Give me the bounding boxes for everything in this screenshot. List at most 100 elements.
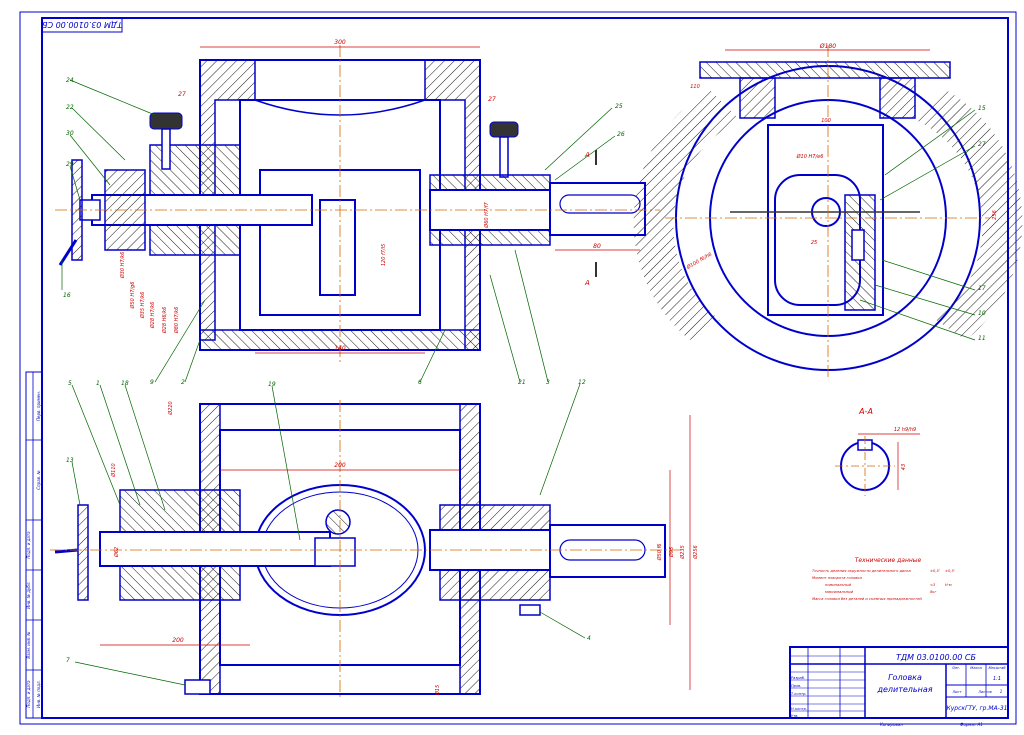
section-title: А-А [858, 407, 873, 416]
callout-27: 27 [978, 141, 986, 148]
callout-11: 11 [978, 335, 986, 342]
dim-center: 140 [334, 345, 346, 352]
callout-3: 3 [546, 379, 550, 386]
dim-bore: 120 f7/l5 [381, 244, 387, 266]
tech-val-4: 8кг [930, 590, 936, 594]
dim-fit-7: Ø60 H7/f7 [483, 201, 490, 228]
callout-25: 25 [615, 103, 623, 110]
dim-left-a: 27 [178, 91, 186, 98]
tb-row-3: Н.контр. [791, 707, 807, 711]
strip-label-5: Подп. и дата [26, 680, 31, 708]
plan-dim-d3: Ø62 [113, 547, 120, 558]
plan-dim-d6: Ø235 [679, 545, 686, 559]
callout-12: 12 [578, 379, 586, 386]
plan-dim-d4: Ø50 f6 [656, 544, 663, 562]
dim-fit-6: Ø80 H7/k6 [173, 307, 180, 335]
rotated-stamp-box [41, 17, 123, 33]
tb-group: КурскГТУ, гр.МА-31 [947, 705, 1008, 712]
callout-15: 15 [978, 105, 986, 112]
tb-row-1: Пров. [791, 684, 801, 688]
tb-name-2: делительная [876, 685, 932, 694]
dim-fit-5: Ø28 H6/k6 [161, 307, 168, 335]
section-dim-width: 12 h9/h9 [894, 427, 916, 433]
callout-22: 22 [66, 104, 74, 111]
tb-copied: Копировал [880, 722, 903, 727]
strip-label-0: Перв. примен. [36, 391, 41, 421]
tb-row-2: Т.контр. [791, 692, 807, 696]
callout-5: 5 [68, 380, 72, 387]
plan-dim-d5: Ø95 [668, 547, 675, 558]
dim-right-a: 27 [488, 96, 496, 103]
plan-dim-d7: Ø256 [692, 545, 699, 559]
strip-label-4: Взам. инв. № [26, 631, 31, 658]
side-dim-height: 256 [992, 210, 998, 220]
callout-18: 18 [121, 380, 129, 387]
strip-label-6: Инв. № подл. [36, 680, 41, 708]
callout-7: 7 [66, 657, 70, 664]
tech-row-1: Момент поворота головки [812, 576, 862, 580]
plan-dim-d1: Ø220 [167, 401, 174, 415]
side-dim-top: Ø180 [819, 43, 836, 50]
rotated-stamp-code: ТДМ 03.0100.00 СБ [41, 20, 122, 29]
tb-code: ТДМ 03.0100.00 СБ [896, 653, 977, 662]
tb-head-1: Масса [970, 666, 981, 670]
tb-sheets-total: 1 [1000, 689, 1003, 694]
side-view: Ø180 110 100 Ø10 H7/e6 25 256 Ø100 f6/h6 [633, 43, 1023, 380]
tb-format: Формат А1 [960, 722, 983, 727]
plan-dim-base: Ø15 [434, 685, 441, 696]
callout-17: 17 [978, 285, 986, 292]
tech-val-1: ±0,5' [945, 569, 955, 573]
plan-section-view: 200 200 Ø220 Ø110 Ø62 Ø50 f6 Ø95 Ø235 Ø2… [50, 400, 699, 700]
side-dim-flange: 110 [690, 84, 700, 90]
section-arrow-bottom: А [584, 279, 590, 287]
dim-overall: 300 [334, 39, 346, 46]
dim-fit-3: Ø35 H7/k6 [139, 292, 146, 320]
tb-head-2: Масштаб [988, 666, 1006, 670]
tech-data: Технические данные Точность деления окру… [812, 557, 955, 601]
tech-val-0: ±0,5' [930, 569, 940, 573]
tech-val-2: <3 [930, 583, 936, 587]
tech-title: Технические данные [855, 557, 922, 564]
tb-sheet-label: Лист [951, 690, 962, 694]
callout-9: 9 [150, 379, 154, 386]
tech-val-3: Н·м [945, 583, 952, 587]
title-block: Разраб. Пров. Т.контр. Н.контр. Утв. ТДМ… [789, 646, 1009, 727]
side-dim-fit: Ø10 H7/e6 [796, 153, 824, 160]
section-aa: А-А 12 h9/h9 43 [835, 407, 920, 496]
section-arrow-top: А [584, 151, 590, 159]
tech-row-3: максимальный [825, 590, 854, 594]
callout-19: 19 [268, 381, 276, 388]
tb-scale: 1:1 [993, 676, 1001, 682]
callout-24: 24 [66, 77, 74, 84]
side-dim-gap: 25 [811, 240, 817, 246]
strip-label-3: Инв. № дубл. [26, 581, 31, 608]
dim-fit-1: Ø30 H7/k6 [119, 252, 126, 280]
tech-row-0: Точность деления окружности делительного… [812, 569, 911, 573]
dim-fit-4: Ø28 H7/k6 [149, 302, 156, 330]
callout-4: 4 [587, 635, 591, 642]
plan-dim-d2: Ø110 [110, 463, 117, 477]
tb-sheets-label: Листов [977, 690, 991, 694]
callout-2: 2 [181, 379, 185, 386]
callout-29: 29 [66, 161, 74, 168]
callout-26: 26 [617, 131, 625, 138]
tb-row-0: Разраб. [791, 676, 805, 680]
callout-30: 30 [66, 130, 74, 137]
inner-frame [41, 17, 1009, 719]
callout-10: 10 [978, 310, 986, 317]
side-dim-inner: 100 [821, 118, 831, 124]
plan-dim-inner: 200 [334, 462, 346, 469]
side-dim-bore: Ø100 f6/h6 [684, 251, 713, 272]
dim-shaft-len: 80 [593, 243, 601, 250]
plan-dim-left: 200 [172, 637, 184, 644]
callout-6: 6 [418, 379, 422, 386]
tb-head-0: Лит. [951, 666, 960, 670]
tech-row-2: номинальный [825, 583, 852, 587]
strip-label-1: Справ. № [36, 470, 41, 489]
section-dim-height: 43 [901, 464, 907, 470]
strip-label-2: Подп. и дата [26, 531, 31, 559]
tech-row-4: Масса головки без деталей и съемных прин… [812, 597, 922, 601]
callout-21: 21 [518, 379, 526, 386]
callout-16: 16 [63, 292, 71, 299]
